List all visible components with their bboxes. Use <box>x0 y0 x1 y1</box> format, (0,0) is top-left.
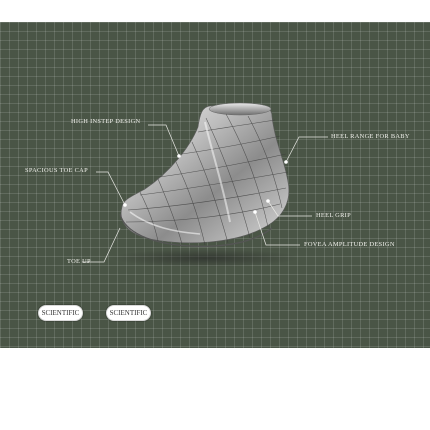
label-heel-range: HEEL RANGE FOR BABY <box>331 133 410 140</box>
label-toe-up: TOE UP <box>67 258 91 265</box>
leader-lines <box>82 124 328 263</box>
label-fovea: FOVEA AMPLITUDE DESIGN <box>304 241 395 248</box>
foot-mould-illustration <box>119 102 290 247</box>
callout-dots <box>123 154 288 214</box>
scientific-badge: SCIENTIFIC <box>38 305 83 321</box>
scientific-badge: SCIENTIFIC <box>106 305 151 321</box>
label-toe-cap: SPACIOUS TOE CAP <box>25 167 88 174</box>
illustration-layer <box>82 102 328 267</box>
label-high-instep: HIGH INSTEP DESIGN <box>71 118 141 125</box>
floor-shadow <box>110 249 300 267</box>
label-heel-grip: HEEL GRIP <box>316 212 351 219</box>
grid-panel: HIGH INSTEP DESIGN HEEL RANGE FOR BABY S… <box>0 22 430 348</box>
